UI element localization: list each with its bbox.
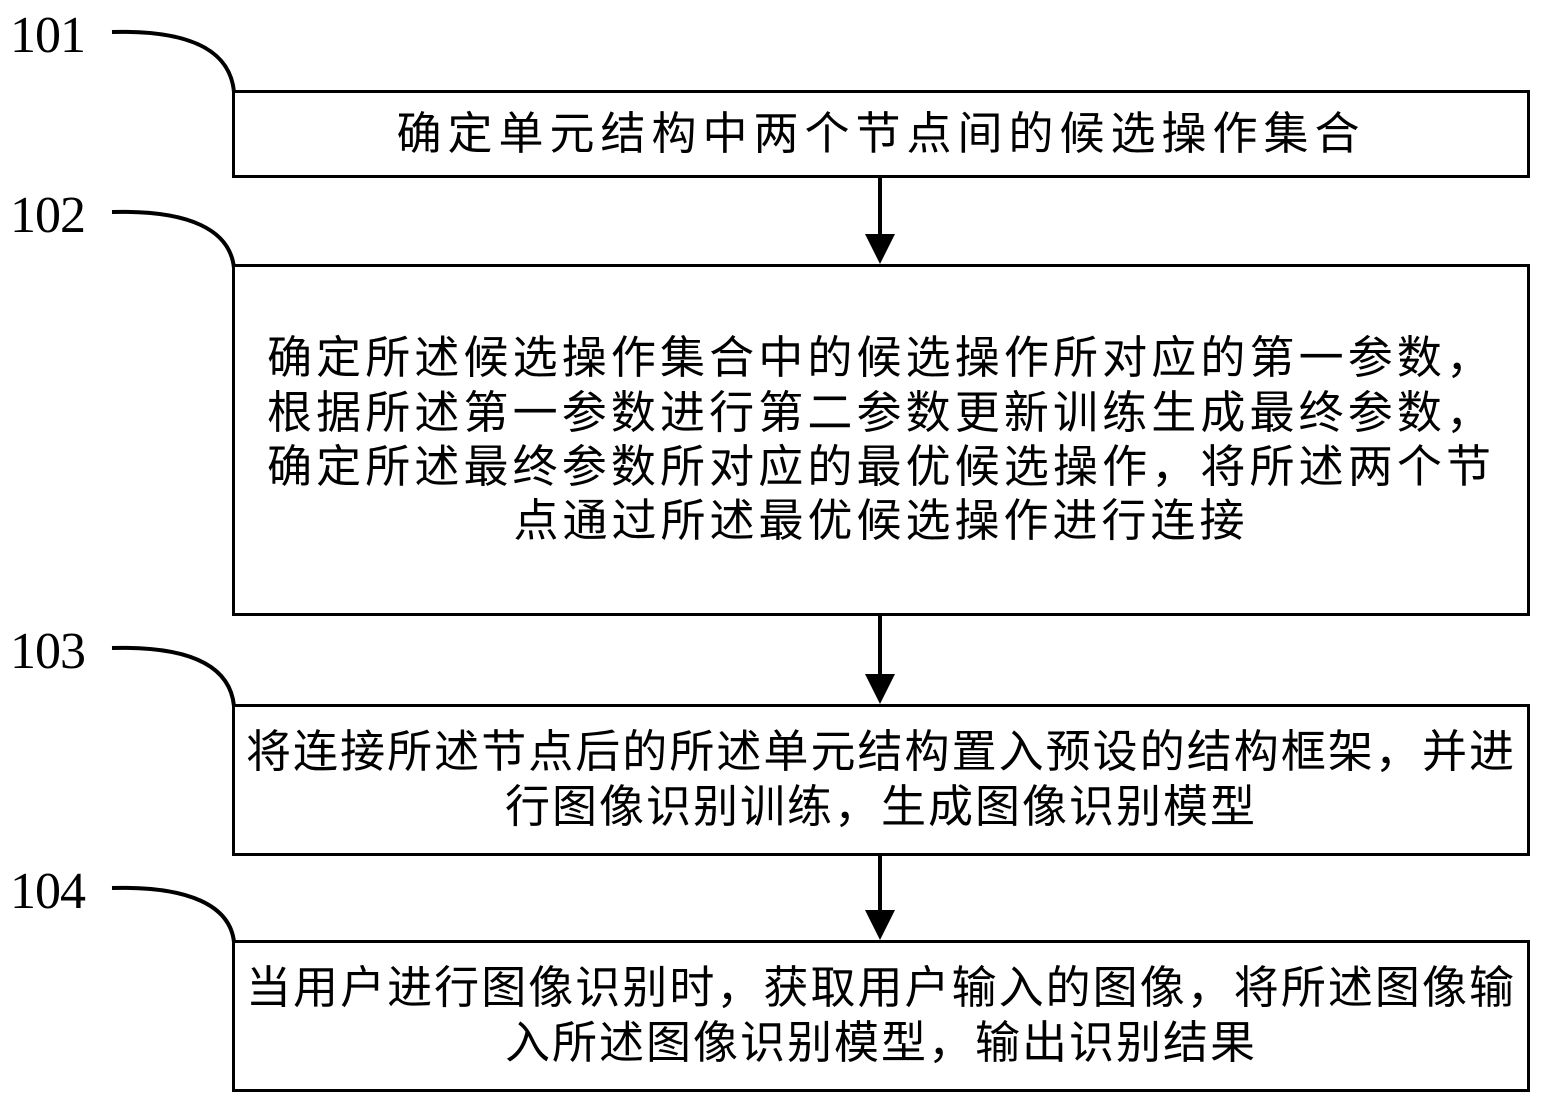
leader-line-104 <box>111 885 236 943</box>
step-label-103: 103 <box>10 623 86 680</box>
arrowhead-102-103 <box>865 674 895 704</box>
step-label-102: 102 <box>10 187 86 244</box>
step-text-103: 将连接所述节点后的所述单元结构置入预设的结构框架，并进行图像识别训练，生成图像识… <box>246 725 1516 833</box>
leader-line-103 <box>111 645 236 707</box>
arrowhead-103-104 <box>865 910 895 940</box>
step-box-104: 当用户进行图像识别时，获取用户输入的图像，将所述图像输入所述图像识别模型，输出识… <box>232 940 1530 1092</box>
leader-line-102 <box>111 209 236 269</box>
step-text-101: 确定单元结构中两个节点间的候选操作集合 <box>396 106 1366 160</box>
step-text-102: 确定所述候选操作集合中的候选操作所对应的第一参数，根据所述第一参数进行第二参数更… <box>267 331 1495 548</box>
step-box-101: 确定单元结构中两个节点间的候选操作集合 <box>232 90 1530 178</box>
step-label-101: 101 <box>10 7 86 64</box>
step-label-104: 104 <box>10 863 86 920</box>
step-text-104: 当用户进行图像识别时，获取用户输入的图像，将所述图像输入所述图像识别模型，输出识… <box>246 961 1516 1069</box>
step-box-103: 将连接所述节点后的所述单元结构置入预设的结构框架，并进行图像识别训练，生成图像识… <box>232 704 1530 856</box>
arrowhead-101-102 <box>865 234 895 264</box>
step-box-102: 确定所述候选操作集合中的候选操作所对应的第一参数，根据所述第一参数进行第二参数更… <box>232 264 1530 616</box>
leader-line-101 <box>111 29 236 93</box>
